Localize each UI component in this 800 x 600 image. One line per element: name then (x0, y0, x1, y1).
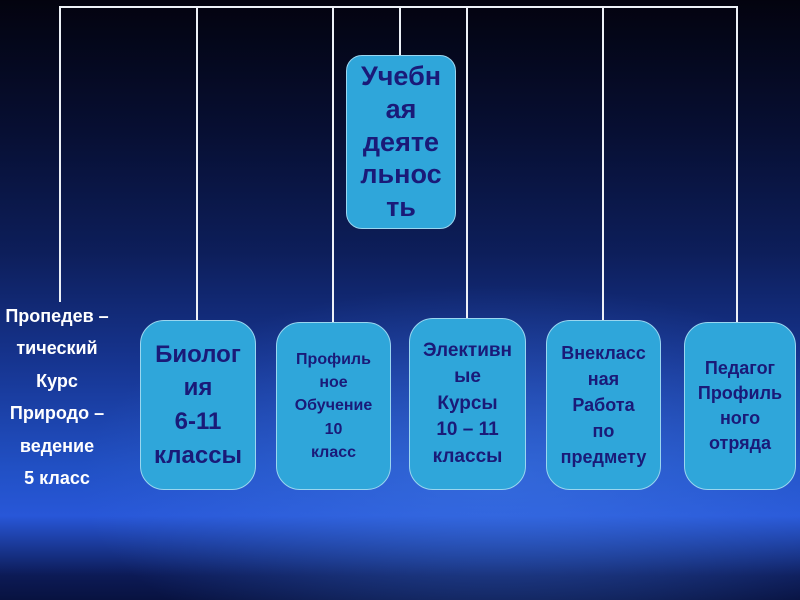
node-biology: Биолог ия 6-11 классы (140, 320, 256, 490)
connector-vertical-profile-education (332, 6, 334, 324)
node-propaedeutic-course: Пропедев – тический Курс Природо – веден… (5, 306, 109, 488)
connector-vertical-elective-courses (466, 6, 468, 320)
connector-vertical-biology (196, 6, 198, 322)
node-profile-education: Профиль ное Обучение 10 класс (276, 322, 391, 490)
connector-top-horizontal (59, 6, 738, 8)
node-extracurricular-work: Внекласс ная Работа по предмету (546, 320, 661, 490)
connector-vertical-root (399, 6, 401, 58)
connector-vertical-propaedeutic (59, 6, 61, 302)
node-profile-squad-teacher: Педагог Профиль ного отряда (684, 322, 796, 490)
node-elective-courses: Элективн ые Курсы 10 – 11 классы (409, 318, 526, 490)
connector-vertical-squad-teacher (736, 6, 738, 324)
connector-vertical-extracurricular (602, 6, 604, 322)
node-learning-activity: Учебн ая деяте льнос ть (346, 55, 456, 229)
